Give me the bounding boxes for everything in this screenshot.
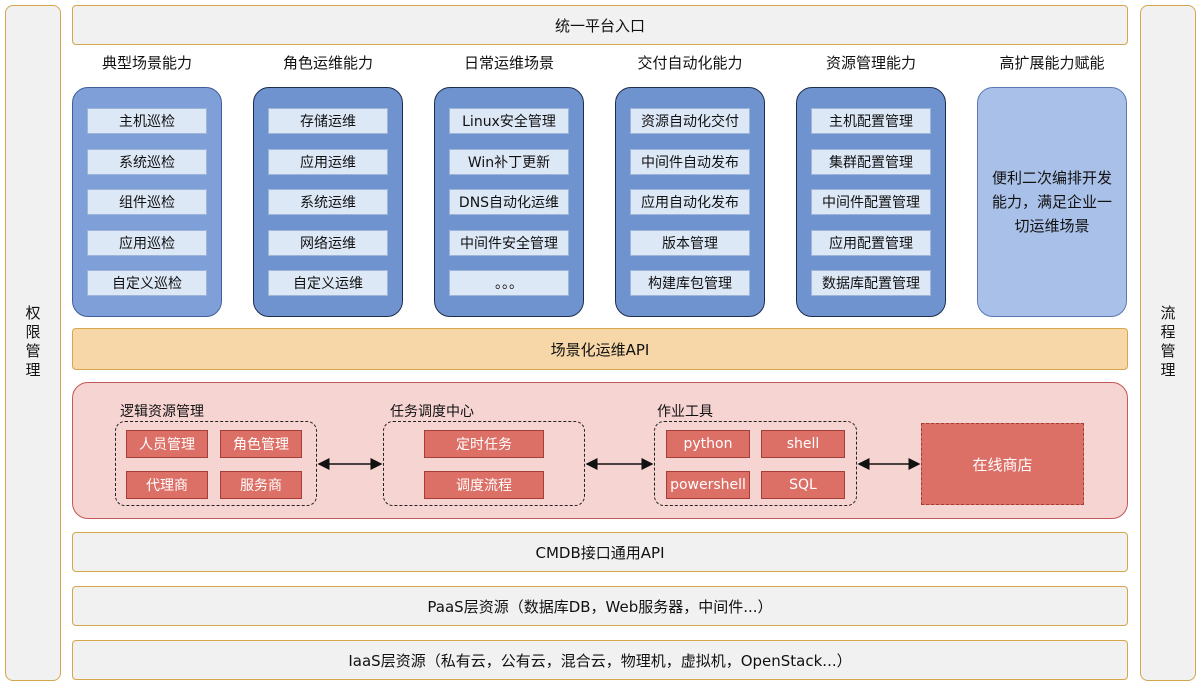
scheduling-flow-item: 调度流程: [424, 471, 544, 499]
powershell-tool-item: powershell: [666, 471, 750, 499]
capability-item: 组件巡检: [87, 189, 207, 215]
capability-item: 自定义运维: [268, 270, 388, 296]
capability-item: 主机巡检: [87, 108, 207, 134]
column-box-daily-ops: Linux安全管理 Win补丁更新 DNS自动化运维 中间件安全管理 。。。: [434, 87, 584, 317]
capability-item: 自定义巡检: [87, 270, 207, 296]
permission-management-label: 权限管理: [23, 305, 42, 381]
process-management-label: 流程管理: [1158, 305, 1177, 381]
column-title-high-extensibility: 高扩展能力赋能: [999, 53, 1105, 72]
capability-item: 构建库包管理: [630, 270, 750, 296]
capability-item: 应用巡检: [87, 230, 207, 256]
capability-item: 版本管理: [630, 230, 750, 256]
permission-management-bar: 权限管理: [5, 5, 61, 681]
cmdb-api-bar: CMDB接口通用API: [72, 532, 1128, 572]
iaas-resource-bar: IaaS层资源（私有云，公有云，混合云，物理机，虚拟机，OpenStack...…: [72, 640, 1128, 680]
capability-item: 系统运维: [268, 189, 388, 215]
service-provider-item: 服务商: [220, 471, 302, 499]
capability-item: 中间件自动发布: [630, 149, 750, 175]
column-title-resource-management: 资源管理能力: [825, 53, 916, 72]
agent-item: 代理商: [126, 471, 208, 499]
role-management-item: 角色管理: [220, 430, 302, 458]
column-box-resource-management: 主机配置管理 集群配置管理 中间件配置管理 应用配置管理 数据库配置管理: [796, 87, 946, 317]
logic-resource-group: [115, 421, 317, 506]
column-box-role-ops: 存储运维 应用运维 系统运维 网络运维 自定义运维: [253, 87, 403, 317]
column-box-typical-scenario: 主机巡检 系统巡检 组件巡检 应用巡检 自定义巡检: [72, 87, 222, 317]
sql-tool-item: SQL: [761, 471, 845, 499]
capability-item: DNS自动化运维: [449, 189, 569, 215]
scheduled-task-item: 定时任务: [424, 430, 544, 458]
column-box-high-extensibility: 便利二次编排开发能力，满足企业一切运维场景: [977, 87, 1127, 317]
column-title-typical-scenario: 典型场景能力: [101, 53, 192, 72]
capability-item: 应用运维: [268, 149, 388, 175]
column-box-delivery-automation: 资源自动化交付 中间件自动发布 应用自动化发布 版本管理 构建库包管理: [615, 87, 765, 317]
personnel-management-item: 人员管理: [126, 430, 208, 458]
capability-item: Win补丁更新: [449, 149, 569, 175]
process-management-bar: 流程管理: [1140, 5, 1196, 681]
column-title-delivery-automation: 交付自动化能力: [637, 53, 743, 72]
capability-item: 资源自动化交付: [630, 108, 750, 134]
job-tools-title: 作业工具: [657, 404, 713, 420]
capability-item: 集群配置管理: [811, 149, 931, 175]
capability-item: Linux安全管理: [449, 108, 569, 134]
online-store-box: 在线商店: [921, 423, 1084, 505]
scenario-ops-api-bar: 场景化运维API: [72, 328, 1128, 370]
shell-tool-item: shell: [761, 430, 845, 458]
high-extensibility-description: 便利二次编排开发能力，满足企业一切运维场景: [991, 169, 1112, 235]
capability-item-ellipsis: 。。。: [449, 270, 569, 296]
unified-platform-entry-bar: 统一平台入口: [72, 5, 1128, 45]
python-tool-item: python: [666, 430, 750, 458]
capability-item: 应用自动化发布: [630, 189, 750, 215]
logic-resource-title: 逻辑资源管理: [120, 404, 204, 420]
column-title-daily-ops: 日常运维场景: [463, 53, 554, 72]
capability-item: 存储运维: [268, 108, 388, 134]
capability-item: 主机配置管理: [811, 108, 931, 134]
capability-item: 网络运维: [268, 230, 388, 256]
capability-item: 中间件安全管理: [449, 230, 569, 256]
capability-item: 中间件配置管理: [811, 189, 931, 215]
job-tools-group: [654, 421, 857, 506]
capability-item: 系统巡检: [87, 149, 207, 175]
paas-resource-bar: PaaS层资源（数据库DB，Web服务器，中间件...）: [72, 586, 1128, 626]
capability-item: 应用配置管理: [811, 230, 931, 256]
capability-item: 数据库配置管理: [811, 270, 931, 296]
task-scheduling-group: [383, 421, 585, 506]
column-title-role-ops: 角色运维能力: [282, 53, 373, 72]
task-scheduling-title: 任务调度中心: [390, 404, 474, 420]
